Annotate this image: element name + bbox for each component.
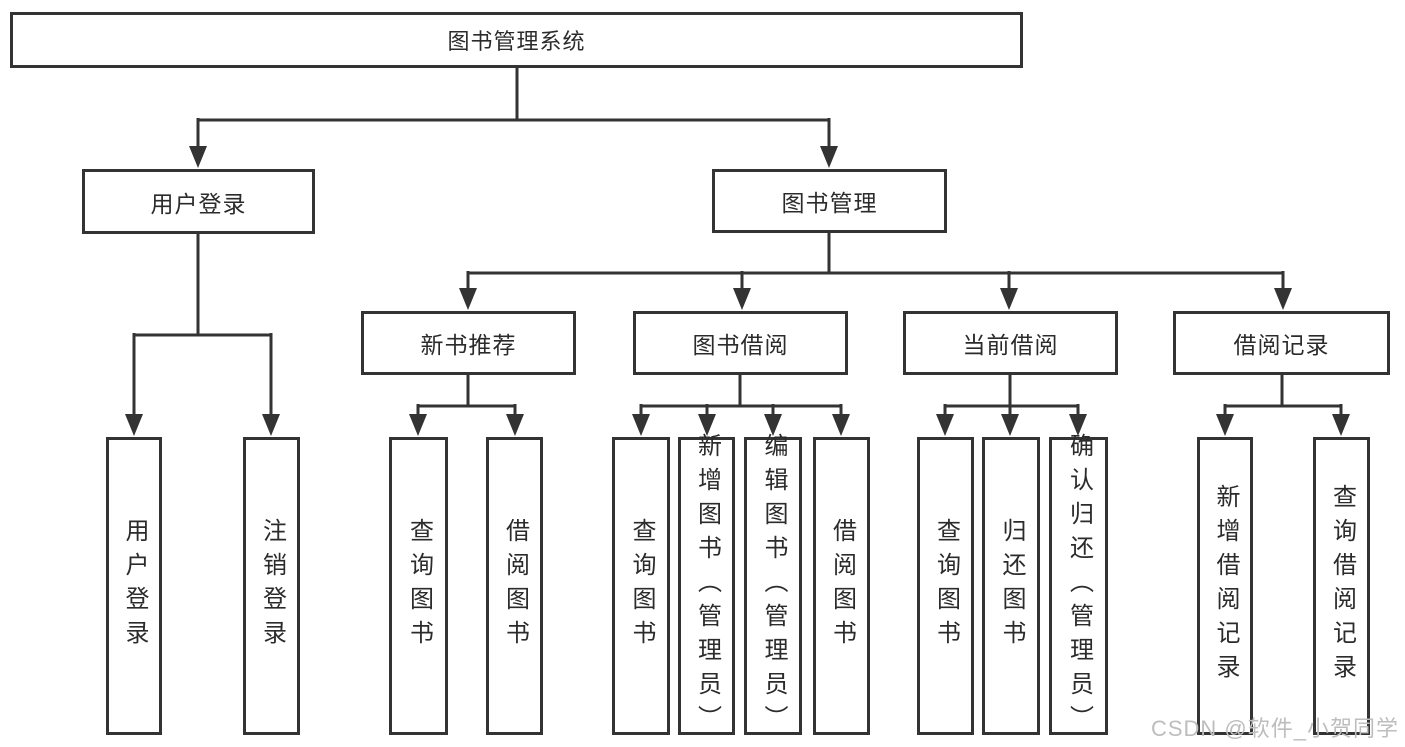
leaf-record-query-borrow-record: 查询借阅记录 [1313,437,1370,735]
connector-user-login-to-leaves [125,234,280,436]
leaf-current-confirm-return-admin-label: 确认归还（管理员） [1065,433,1093,739]
leaf-borrow-edit-book-admin-label: 编辑图书（管理员） [760,433,787,739]
leaf-current-return-book: 归还图书 [982,437,1040,735]
leaf-borrow-add-book-admin: 新增图书（管理员） [678,433,735,739]
leaf-user-login-label: 用户登录 [121,518,148,654]
leaf-borrow-query-book-label: 查询图书 [628,518,655,654]
node-root-system: 图书管理系统 [10,12,1023,68]
leaf-borrow-borrow-book: 借阅图书 [813,437,870,735]
leaf-newbook-borrow-book: 借阅图书 [486,437,543,735]
leaf-current-confirm-return-admin: 确认归还（管理员） [1049,433,1108,739]
node-user-login: 用户登录 [82,169,315,234]
connector-new-book-to-leaves [409,375,524,436]
connector-book-management-to-level3 [459,233,1292,310]
connector-root-to-level2 [189,68,838,168]
leaf-record-add-borrow-record: 新增借阅记录 [1197,437,1253,735]
watermark: CSDN @软件_小贺同学 [1150,716,1399,741]
leaf-borrow-edit-book-admin: 编辑图书（管理员） [744,433,802,739]
leaf-user-login: 用户登录 [106,437,162,735]
leaf-borrow-borrow-book-label: 借阅图书 [828,518,856,654]
leaf-logout-label: 注销登录 [258,518,286,654]
node-book-management: 图书管理 [712,169,947,233]
leaf-logout: 注销登录 [243,437,300,735]
node-new-book-recommend: 新书推荐 [361,311,576,375]
connector-book-borrow-to-leaves [632,375,850,436]
node-current-borrow: 当前借阅 [903,311,1118,375]
connector-current-borrow-to-leaves [936,375,1087,436]
leaf-current-query-book-label: 查询图书 [932,518,960,654]
leaf-newbook-query-book: 查询图书 [389,437,448,735]
leaf-borrow-query-book: 查询图书 [612,437,670,735]
leaf-borrow-add-book-admin-label: 新增图书（管理员） [693,433,721,739]
leaf-newbook-borrow-book-label: 借阅图书 [501,518,529,654]
leaf-current-return-book-label: 归还图书 [998,518,1025,654]
leaf-record-add-borrow-record-label: 新增借阅记录 [1212,484,1239,688]
leaf-record-query-borrow-record-label: 查询借阅记录 [1328,484,1356,688]
connector-borrow-record-to-leaves [1216,375,1350,436]
leaf-current-query-book: 查询图书 [917,437,974,735]
leaf-newbook-query-book-label: 查询图书 [405,518,433,654]
node-book-borrow: 图书借阅 [633,311,848,375]
node-borrow-record: 借阅记录 [1173,311,1390,375]
